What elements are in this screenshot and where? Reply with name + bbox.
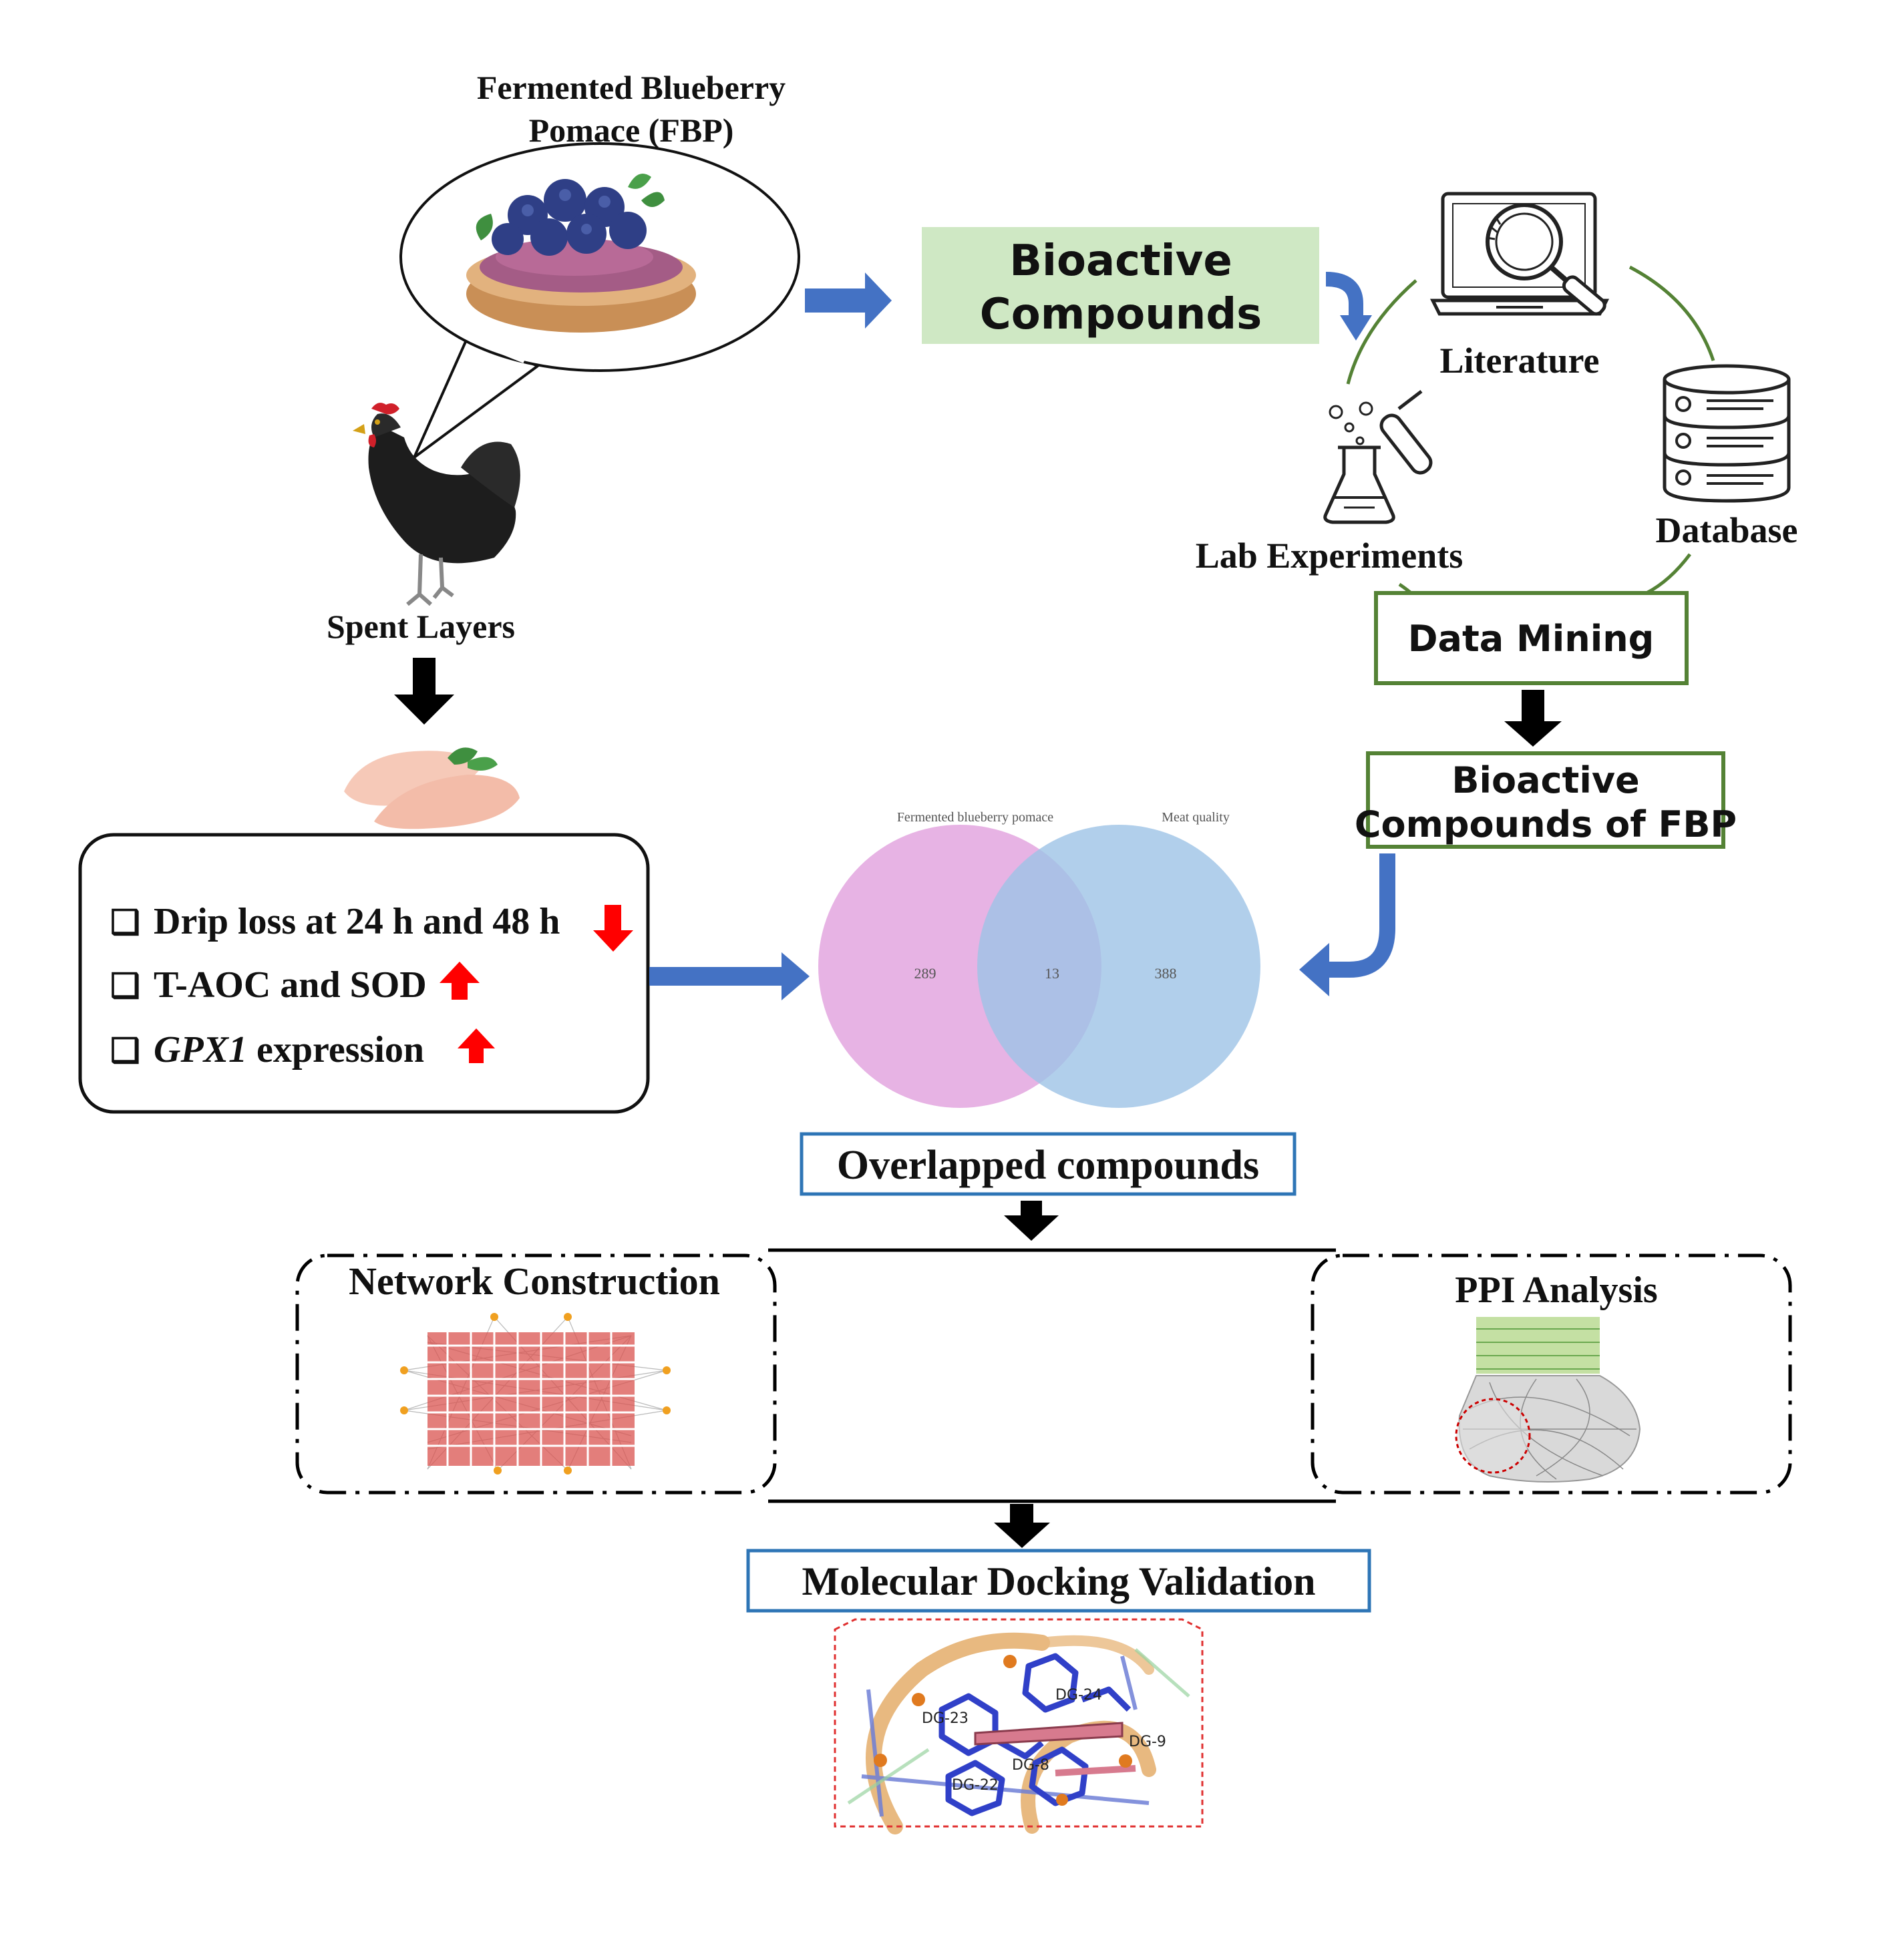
venn-right-set-label: Meat quality <box>1162 810 1230 825</box>
fbp-compounds-line2: Compounds of FBP <box>1355 803 1737 845</box>
ppi-network-image <box>1455 1317 1641 1483</box>
chicken-breast-image <box>344 747 520 829</box>
arrow-right-icon <box>805 272 892 329</box>
overlapped-compounds-box <box>800 1132 1297 1196</box>
fbp-compounds-box <box>1366 751 1725 849</box>
checkbox-bullet: ❑ <box>110 1032 140 1069</box>
literature-label: Literature <box>1440 341 1600 381</box>
fbp-compounds-line1: Bioactive <box>1451 759 1639 801</box>
network-construction-label: Network Construction <box>349 1259 720 1303</box>
analysis-bracket <box>768 1248 1336 1503</box>
bioactive-compounds-line2: Compounds <box>980 290 1262 339</box>
database-icon <box>1663 364 1791 503</box>
lab-flask-icon <box>1323 390 1433 524</box>
data-mining-box <box>1374 591 1689 685</box>
docking-validation-box <box>746 1549 1371 1613</box>
spent-layers-label: Spent Layers <box>327 608 515 645</box>
network-graph-image <box>400 1313 671 1475</box>
fbp-title-line1: Fermented Blueberry <box>477 69 786 106</box>
effect-item-t-aoc-sod: ❑ T-AOC and SOD <box>110 962 480 1006</box>
docking-validation-label: Molecular Docking Validation <box>802 1559 1316 1603</box>
gene-name: GPX1 <box>154 1029 247 1070</box>
effect-item-gpx1: ❑ GPX1 expression <box>110 1028 495 1070</box>
data-mining-cycle <box>1346 265 1715 599</box>
ppi-analysis-label: PPI Analysis <box>1455 1269 1657 1311</box>
ppi-analysis-panel <box>1311 1253 1792 1495</box>
venn-left-count: 289 <box>914 965 936 982</box>
arrow-down-icon <box>394 658 454 725</box>
blueberry-powder-bowl-image <box>466 174 696 333</box>
arrow-right-icon <box>649 952 810 1000</box>
checkbox-bullet: ❑ <box>110 967 140 1004</box>
effect-text: GPX1 expression <box>154 1029 424 1070</box>
residue-label: DG-9 <box>1129 1734 1166 1750</box>
arrow-up-red-icon <box>440 962 480 1000</box>
docking-structure-image: DG-24 DG-23 DG-9 DG-8 DG-22 <box>834 1618 1204 1834</box>
data-mining-label: Data Mining <box>1408 618 1655 660</box>
bioactive-compounds-line1: Bioactive <box>1009 236 1232 286</box>
bent-arrow-icon <box>1325 272 1372 341</box>
effects-box <box>78 833 650 1114</box>
laptop-magnifier-icon <box>1429 192 1610 316</box>
residue-label: DG-24 <box>1055 1687 1102 1704</box>
network-construction-panel <box>295 1253 777 1495</box>
lab-experiments-label: Lab Experiments <box>1196 536 1463 576</box>
effect-item-drip-loss: ❑ Drip loss at 24 h and 48 h <box>110 901 633 952</box>
effect-text: Drip loss at 24 h and 48 h <box>154 901 560 942</box>
arrow-down-icon <box>994 1504 1050 1548</box>
arrow-up-red-icon <box>458 1028 495 1063</box>
effect-text: T-AOC and SOD <box>154 964 427 1006</box>
hen-image <box>353 403 520 606</box>
bioactive-compounds-box <box>922 227 1319 344</box>
bent-arrow-icon <box>1299 853 1395 996</box>
arrow-down-icon <box>1004 1201 1059 1241</box>
venn-overlap-count: 13 <box>1045 965 1059 982</box>
arrow-down-red-icon <box>593 905 633 952</box>
checkbox-bullet: ❑ <box>110 904 140 941</box>
effect-suffix: expression <box>247 1029 424 1070</box>
residue-label: DG-23 <box>922 1710 969 1727</box>
venn-right-circle <box>977 825 1260 1108</box>
residue-label: DG-8 <box>1012 1757 1049 1774</box>
venn-right-count: 388 <box>1155 965 1177 982</box>
venn-diagram: Fermented blueberry pomace Meat quality … <box>818 810 1260 1108</box>
residue-label: DG-22 <box>952 1777 999 1794</box>
fbp-title-line2: Pomace (FBP) <box>529 112 734 149</box>
arrow-down-icon <box>1504 690 1562 747</box>
venn-left-set-label: Fermented blueberry pomace <box>897 810 1053 825</box>
database-label: Database <box>1656 510 1798 550</box>
overlapped-compounds-label: Overlapped compounds <box>837 1143 1259 1188</box>
